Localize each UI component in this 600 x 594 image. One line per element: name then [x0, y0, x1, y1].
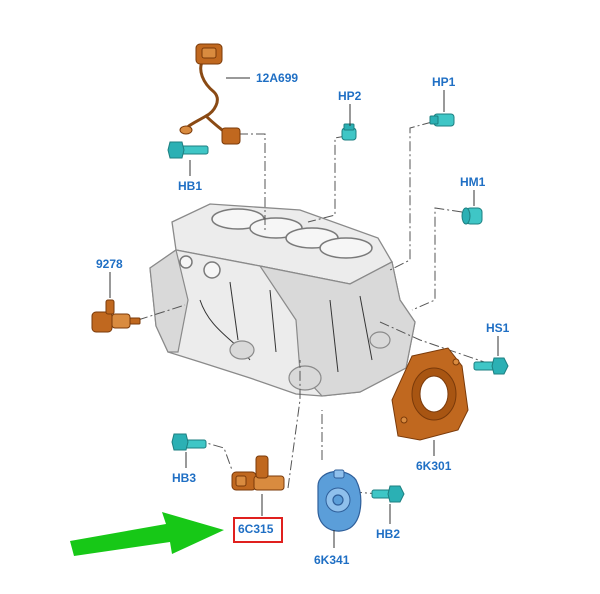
part-6k301-seal-retainer [391, 347, 469, 441]
highlight-box [233, 517, 283, 543]
label-hb1: HB1 [178, 179, 202, 193]
part-labels: 12A699 HP2 HP1 HB1 HM1 9278 HS1 HB3 6K30… [96, 71, 510, 567]
part-12a699-harness [179, 43, 241, 145]
label-12a699: 12A699 [256, 71, 298, 85]
part-hb2-bolt [371, 485, 405, 503]
label-6c315: 6C315 [238, 522, 274, 536]
part-hs1-bolt [473, 357, 509, 375]
part-hb1-bolt [167, 141, 209, 159]
engine-block [149, 203, 416, 397]
label-hm1: HM1 [460, 175, 486, 189]
part-hp1-plug [429, 113, 455, 127]
label-9278: 9278 [96, 257, 123, 271]
green-arrow-icon [70, 512, 224, 556]
part-hm1-plug [461, 207, 483, 225]
part-hp2-plug [341, 123, 357, 141]
part-6k341-cover [317, 469, 362, 532]
assembly-centerlines [137, 121, 491, 495]
part-hb3-bolt [171, 433, 207, 451]
label-hb3: HB3 [172, 471, 196, 485]
label-hb2: HB2 [376, 527, 400, 541]
label-hp2: HP2 [338, 89, 362, 103]
label-6k341: 6K341 [314, 553, 350, 567]
part-9278-sensor [91, 299, 141, 333]
part-6c315-sensor [231, 455, 285, 491]
label-hs1: HS1 [486, 321, 510, 335]
leader-lines [109, 77, 499, 548]
label-hp1: HP1 [432, 75, 456, 89]
label-6k301: 6K301 [416, 459, 452, 473]
